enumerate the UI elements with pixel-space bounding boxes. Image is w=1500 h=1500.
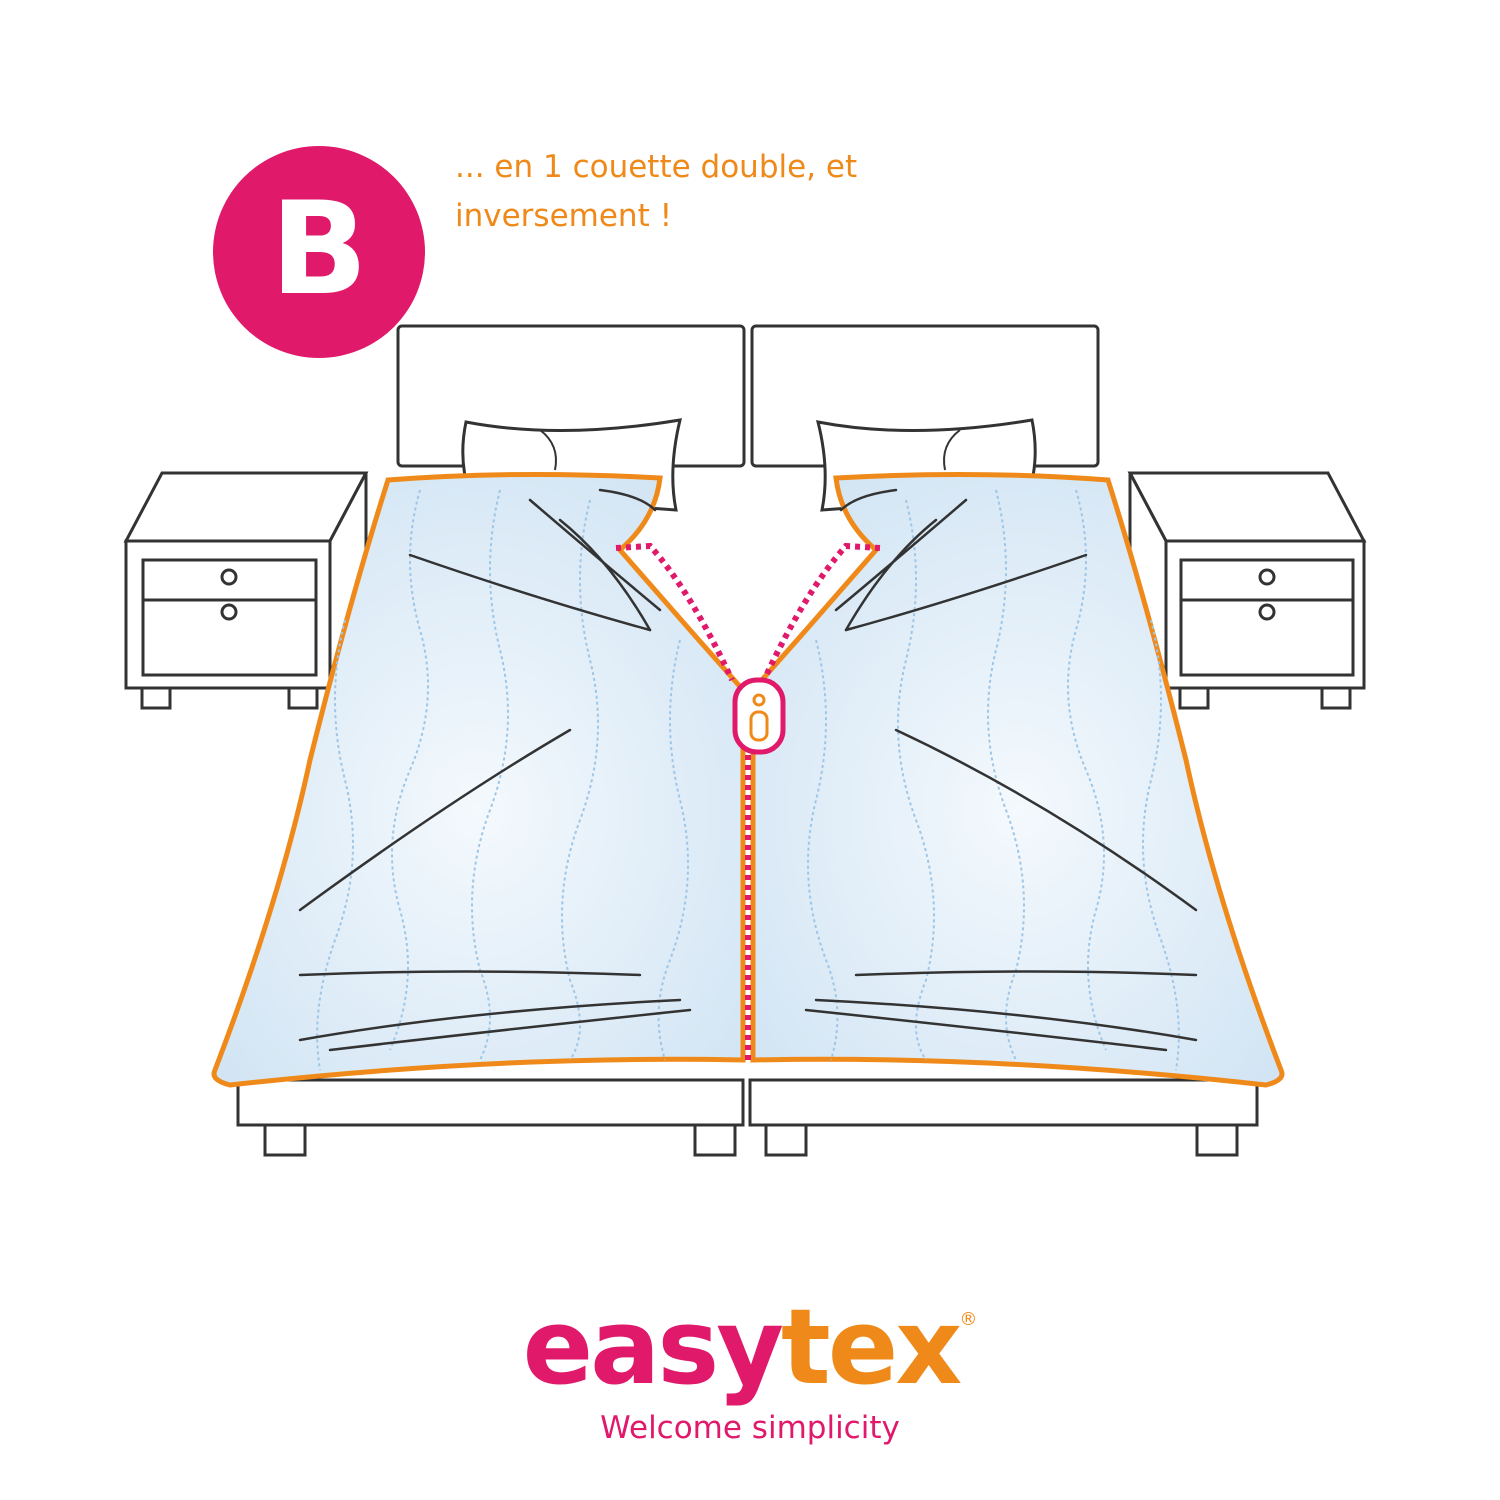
zipper-pull-icon — [732, 677, 786, 755]
brand-name-part2: tex — [781, 1286, 962, 1408]
brand-tagline: Welcome simplicity — [600, 1410, 900, 1447]
caption: ... en 1 couette double, et inversement … — [455, 143, 975, 241]
nightstand-right-icon — [1127, 471, 1367, 710]
duvet-left-icon — [211, 471, 746, 1088]
brand-wordmark: easytex® — [0, 1290, 1500, 1404]
bed-base — [236, 1078, 1259, 1157]
step-letter: B — [270, 175, 368, 324]
registered-mark: ® — [959, 1309, 978, 1330]
zipper-icon — [615, 542, 881, 1060]
brand-name-part1: easy — [522, 1286, 784, 1408]
duvet-right-icon — [750, 471, 1285, 1088]
step-badge: B — [213, 146, 425, 358]
brand-logo: easytex® Welcome simplicity — [0, 1290, 1500, 1447]
caption-line-1: ... en 1 couette double, et — [455, 149, 858, 185]
caption-line-2: inversement ! — [455, 198, 672, 234]
